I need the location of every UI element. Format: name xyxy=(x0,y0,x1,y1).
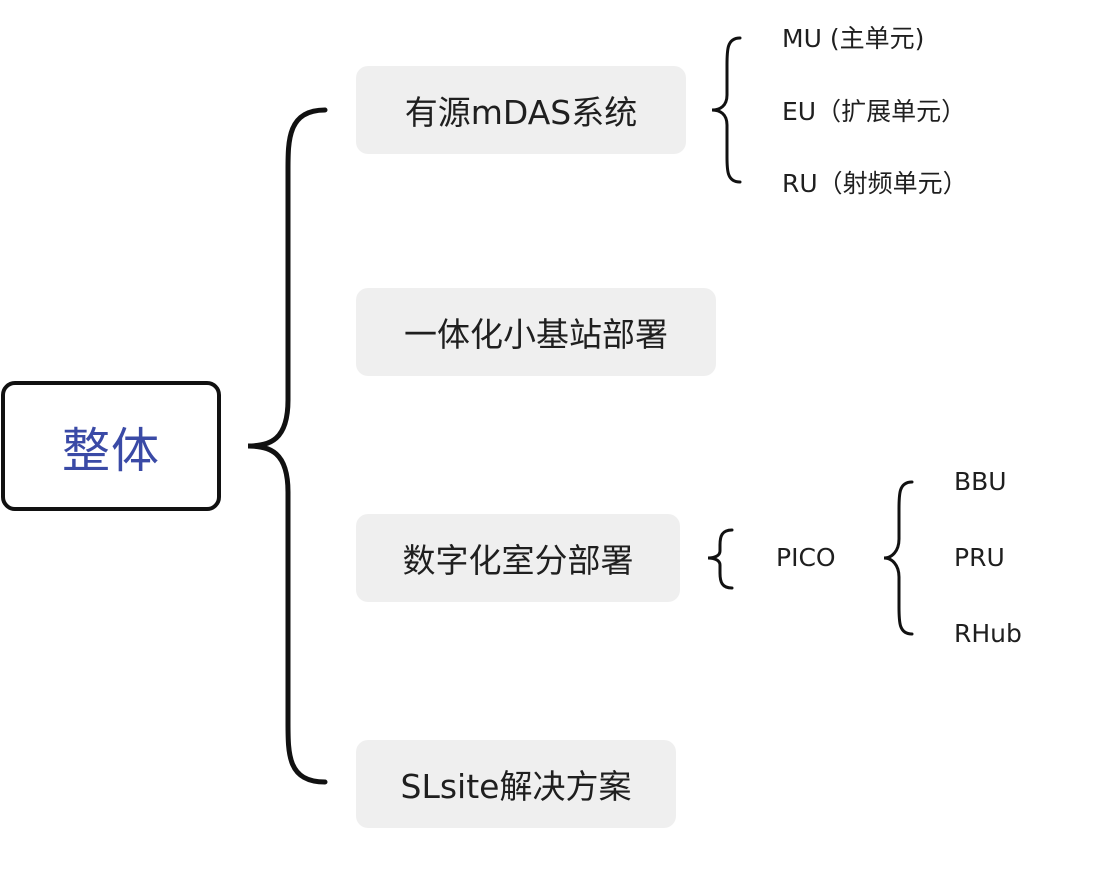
leaf-node-pru[interactable]: PRU xyxy=(954,543,1005,572)
branch-node-small-cell[interactable]: 一体化小基站部署 xyxy=(356,288,716,376)
pico-brace xyxy=(707,528,734,590)
leaf-node-rhub[interactable]: RHub xyxy=(954,619,1022,648)
leaf-node-ru[interactable]: RU（射频单元） xyxy=(782,169,968,198)
branch-node-label: 有源mDAS系统 xyxy=(404,93,638,132)
leaf-node-bbu[interactable]: BBU xyxy=(954,467,1007,496)
mdas-brace xyxy=(711,36,742,184)
branch-node-digital-indoor[interactable]: 数字化室分部署 xyxy=(356,514,680,602)
branch-node-mdas[interactable]: 有源mDAS系统 xyxy=(356,66,686,154)
leaf-node-eu[interactable]: EU（扩展单元） xyxy=(782,97,967,126)
pico-children-brace xyxy=(883,480,914,636)
leaf-node-pico[interactable]: PICO xyxy=(776,543,836,572)
branch-node-label: 一体化小基站部署 xyxy=(404,315,668,354)
root-brace xyxy=(247,107,328,785)
branch-node-slsite[interactable]: SLsite解决方案 xyxy=(356,740,676,828)
leaf-node-mu[interactable]: MU (主单元) xyxy=(782,24,925,53)
branch-node-label: 数字化室分部署 xyxy=(402,541,634,580)
root-node[interactable]: 整体 xyxy=(1,381,221,511)
branch-node-label: SLsite解决方案 xyxy=(400,767,632,806)
root-node-label: 整体 xyxy=(61,423,160,479)
